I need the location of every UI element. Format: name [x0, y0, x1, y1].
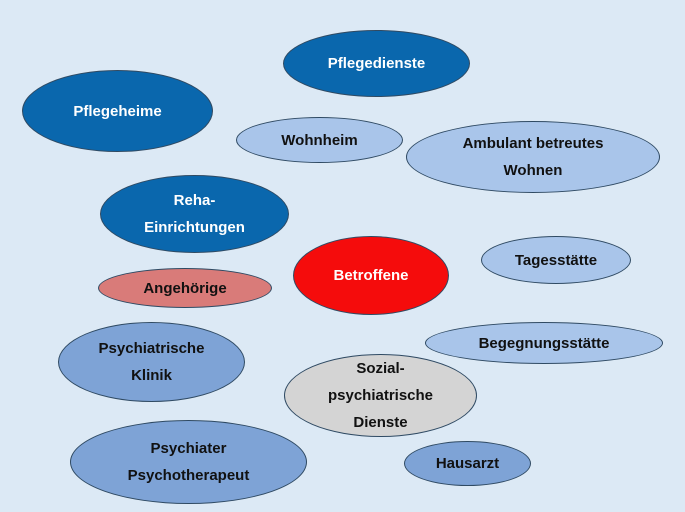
node-wohnheim: Wohnheim	[236, 117, 403, 163]
node-begegnungsstaette: Begegnungsstätte	[425, 322, 663, 364]
node-label-line: Einrichtungen	[144, 219, 245, 236]
node-reha-einrichtungen: Reha- Einrichtungen	[100, 175, 289, 253]
node-label-line: psychiatrische	[327, 387, 434, 404]
node-pflegedienste: Pflegedienste	[283, 30, 470, 97]
node-psychiater-psychotherapeut: Psychiater Psychotherapeut	[70, 420, 307, 504]
node-label-line: Pflegeheime	[73, 102, 162, 120]
node-sozialpsychiatrische-dienste: Sozial- psychiatrische Dienste	[284, 354, 477, 437]
node-label-line: Hausarzt	[435, 455, 500, 472]
node-psychiatrische-klinik: Psychiatrische Klinik	[58, 322, 245, 402]
node-label-line: Ambulant betreutes	[462, 135, 604, 152]
node-tagesstaette: Tagesstätte	[481, 236, 631, 284]
node-hausarzt: Hausarzt	[404, 441, 531, 486]
node-label-line: Wohnheim	[281, 131, 358, 149]
node-label-line: Begegnungsstätte	[478, 334, 610, 352]
node-label-line: Angehörige	[143, 279, 227, 297]
node-label-line: Betroffene	[333, 267, 409, 284]
node-label-line: Psychiatrische	[98, 340, 205, 357]
node-label-line: Sozial-	[356, 360, 405, 377]
node-label-line: Reha-	[173, 192, 216, 209]
node-label-line: Klinik	[131, 367, 172, 384]
node-angehoerige: Angehörige	[98, 268, 272, 308]
node-label-line: Dienste	[353, 414, 408, 431]
node-betroffene: Betroffene	[293, 236, 449, 315]
node-ambulant-betreutes-wohnen: Ambulant betreutes Wohnen	[406, 121, 660, 193]
node-label-line: Wohnen	[503, 162, 563, 179]
node-label-line: Psychotherapeut	[127, 467, 250, 484]
node-pflegeheime: Pflegeheime	[22, 70, 213, 152]
node-label-line: Pflegedienste	[327, 55, 426, 72]
node-label-line: Tagesstätte	[514, 251, 598, 269]
node-label-line: Psychiater	[150, 440, 227, 457]
